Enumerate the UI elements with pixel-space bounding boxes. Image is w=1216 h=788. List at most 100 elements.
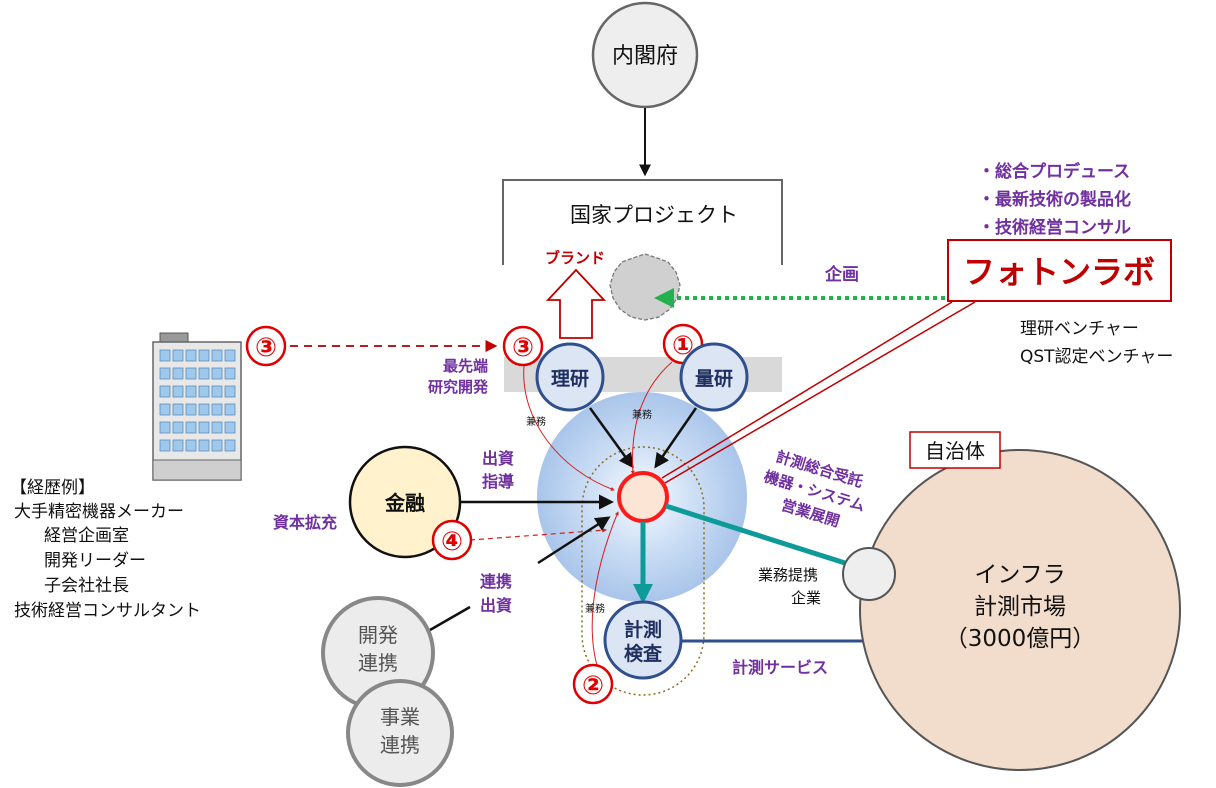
building-window [211, 421, 223, 434]
building-window [185, 385, 197, 398]
biz-partnership-label-1: 事業 [380, 705, 420, 729]
marker-two: ② [572, 663, 614, 705]
career-line-2: 経営企画室 [44, 526, 129, 546]
building-window [159, 403, 171, 416]
career-line-4: 子会社社長 [44, 576, 129, 596]
concurrent-label-ryoken: 兼務 [632, 408, 652, 421]
building-window [224, 421, 236, 434]
infra-market-label-3: （3000億円） [945, 626, 1096, 652]
dev-partnership-label-2: 連携 [358, 651, 398, 675]
municipality-box: 自治体 [909, 431, 1001, 469]
building-window [172, 349, 184, 362]
dev-partnership-label-1: 開発 [358, 623, 398, 647]
investment-guidance-label-1: 出資 [482, 449, 514, 468]
marker-three-center: ③ [502, 325, 544, 367]
cabinet-office-node: 内閣府 [591, 1, 699, 109]
infra-market-label-2: 計測市場 [974, 594, 1066, 620]
building-window [159, 439, 171, 452]
marker-four-text: ④ [441, 527, 463, 557]
measurement-service-label: 計測サービス [732, 658, 828, 677]
planning-label: 企画 [824, 264, 859, 285]
building-window [198, 349, 210, 362]
cutting-edge-label-1: 最先端 [443, 357, 488, 375]
collab-investment-label-1: 連携 [480, 572, 512, 591]
partnership-connector [429, 605, 471, 632]
building-window [198, 421, 210, 434]
marker-two-text: ② [582, 671, 604, 701]
investment-guidance-label-2: 指導 [482, 472, 514, 491]
business-alliance-node [842, 547, 896, 601]
photonlab-link-1 [661, 301, 953, 479]
building-window [159, 421, 171, 434]
career-example: 【経歴例】 大手精密機器メーカー 経営企画室 開発リーダー 子会社社長 技術経営… [10, 478, 201, 621]
building-window [224, 403, 236, 416]
biz-alliance-label-1: 業務提携 [758, 566, 818, 584]
building-window [185, 421, 197, 434]
building-window [172, 385, 184, 398]
building-window [159, 367, 171, 380]
core-to-alliance-line [665, 503, 846, 566]
building-window [211, 367, 223, 380]
building-window [159, 349, 171, 362]
riken-label: 理研 [551, 368, 589, 390]
finance-label: 金融 [384, 491, 425, 515]
planning-target-shape [609, 253, 681, 321]
career-line-5: 技術経営コンサルタント [14, 601, 201, 621]
building-window [172, 367, 184, 380]
building-window [211, 349, 223, 362]
capital-expansion-label: 資本拡充 [273, 513, 337, 532]
photonlab-label: フォトンラボ [963, 253, 1155, 291]
building-window [172, 439, 184, 452]
building-window [185, 439, 197, 452]
national-project-frame: 国家プロジェクト [502, 179, 783, 265]
career-line-1: 大手精密機器メーカー [14, 502, 184, 522]
building-window [185, 367, 197, 380]
building-window [172, 421, 184, 434]
building-window [172, 403, 184, 416]
core-dotted-capsule [581, 446, 705, 696]
core-node [617, 471, 669, 523]
service-productization: ・最新技術の製品化 [978, 189, 1131, 210]
building-window [198, 439, 210, 452]
cabinet-office-label: 内閣府 [612, 44, 678, 69]
building-window [224, 439, 236, 452]
brand-arrow: ブランド [545, 249, 607, 339]
brand-label: ブランド [545, 249, 605, 267]
building-window [224, 367, 236, 380]
ryoken-to-core-arrow [654, 407, 698, 469]
career-title: 【経歴例】 [10, 478, 95, 498]
marker-four: ④ [431, 519, 473, 561]
concurrent-label-inspection: 兼務 [585, 602, 605, 615]
building-window [198, 403, 210, 416]
concurrent-curve-riken [523, 365, 615, 491]
service-consulting: ・技術経営コンサル [978, 217, 1131, 238]
marker-three-left-text: ③ [255, 333, 277, 363]
building-window [198, 367, 210, 380]
biz-partnership-node: 事業 連携 [346, 679, 454, 787]
measurement-inspection-label-1: 計測 [624, 618, 662, 641]
riken-node: 理研 [535, 342, 605, 412]
concurrent-curve-ryoken [630, 361, 673, 475]
career-line-3: 開発リーダー [44, 551, 146, 571]
service-produce: ・総合プロデュース [978, 161, 1130, 182]
building-window [159, 385, 171, 398]
cutting-edge-label-2: 研究開発 [428, 378, 489, 396]
photonlab-status-riken: 理研ベンチャー [1020, 319, 1139, 339]
photonlab-status-qst: QST認定ベンチャー [1020, 347, 1173, 367]
national-project-label: 国家プロジェクト [570, 203, 738, 227]
building-window [211, 403, 223, 416]
building-window [224, 349, 236, 362]
marker-one: ① [662, 323, 704, 365]
concurrent-label-riken: 兼務 [526, 415, 546, 428]
measurement-inspection-label-2: 検査 [624, 642, 663, 665]
building-window [211, 385, 223, 398]
building-window [211, 439, 223, 452]
marker-three-center-text: ③ [512, 333, 534, 363]
building-window [185, 349, 197, 362]
infra-market-node: インフラ 計測市場 （3000億円） [859, 449, 1181, 771]
measurement-inspection-node: 計測 検査 [603, 600, 683, 680]
municipality-label: 自治体 [925, 439, 985, 463]
collab-investment-label-2: 出資 [480, 596, 512, 615]
riken-to-core-arrow [588, 407, 634, 469]
